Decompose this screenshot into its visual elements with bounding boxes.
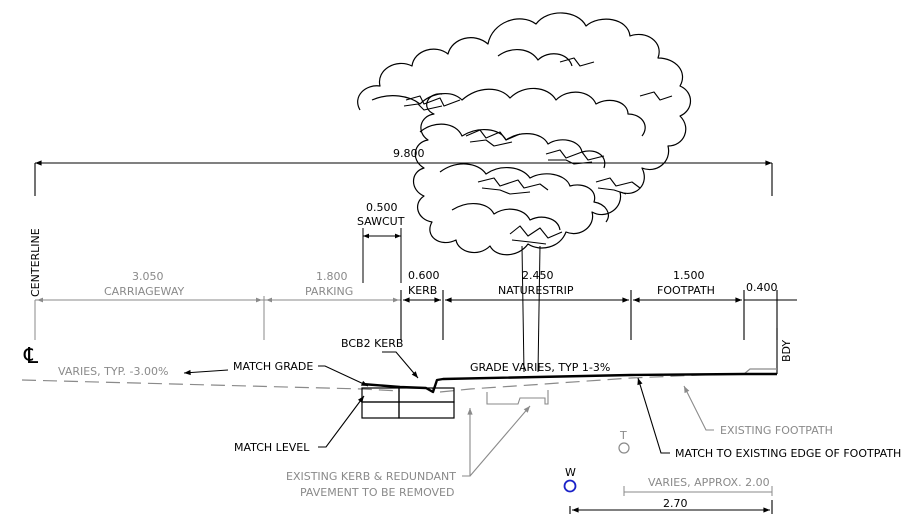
existing-kerb-outline (486, 390, 549, 405)
kerb-label: KERB (408, 284, 437, 297)
parking-label: PARKING (305, 285, 353, 298)
kerb-naturestrip-footpath-dimension (400, 290, 797, 340)
match-grade-leader (318, 365, 369, 387)
carriageway-label: CARRIAGEWAY (104, 285, 184, 298)
carriageway-value: 3.050 (132, 270, 164, 283)
kerb-value: 0.600 (408, 269, 440, 282)
match-level-leader (318, 395, 365, 448)
existing-kerb-label-1: EXISTING KERB & REDUNDANT (286, 470, 456, 483)
service-t-circle (618, 442, 630, 454)
varies-approx-label: VARIES, APPROX. 2.00 (648, 476, 770, 489)
tree-canopy-outline (357, 12, 692, 256)
existing-kerb-leader-2 (469, 405, 531, 477)
existing-kerb-label-2: PAVEMENT TO BE REMOVED (300, 486, 454, 499)
sawcut-label: SAWCUT (357, 215, 405, 228)
varies-typ-label: VARIES, TYP. -3.00% (58, 365, 168, 378)
existing-footpath-edge (743, 368, 777, 375)
varies-approx-dimension (623, 486, 773, 496)
footpath-value: 1.500 (673, 269, 705, 282)
service-w-circle (563, 479, 577, 493)
bottom-width-dimension (569, 500, 773, 514)
tree-trunk (521, 245, 541, 373)
tree-canopy-branches (403, 57, 673, 245)
match-existing-edge-leader (637, 377, 670, 454)
existing-footpath-leader (683, 385, 714, 431)
centerline-symbol: ℄ (23, 344, 39, 369)
footpath-label: FOOTPATH (657, 284, 715, 297)
grade-varies-label: GRADE VARIES, TYP 1-3% (470, 361, 610, 374)
service-w-label: W (565, 466, 576, 479)
bottom-width-label: 2.70 (663, 497, 688, 510)
boundary-label: BDY (780, 340, 793, 362)
naturestrip-label: NATURESTRIP (498, 284, 574, 297)
service-t-label: T (619, 429, 627, 442)
bcb2-kerb-leader (382, 351, 419, 379)
sawcut-dimension (362, 228, 402, 283)
match-existing-edge-label: MATCH TO EXISTING EDGE OF FOOTPATH (675, 447, 901, 460)
sawcut-value: 0.500 (366, 201, 398, 214)
kerb-foundation-blocks (361, 387, 455, 419)
existing-footpath-label: EXISTING FOOTPATH (720, 424, 833, 437)
varies-typ-arrow (183, 369, 229, 376)
bcb2-kerb-label: BCB2 KERB (341, 337, 403, 350)
parking-value: 1.800 (316, 270, 348, 283)
naturestrip-value: 2.450 (522, 269, 554, 282)
existing-surface-dashed-right (439, 373, 745, 393)
match-level-label: MATCH LEVEL (234, 441, 310, 454)
overall-dimension-text: 9.800 (393, 147, 425, 160)
existing-surface-dashed (21, 379, 401, 392)
proposed-surface-profile (361, 372, 777, 394)
match-grade-label: MATCH GRADE (233, 360, 313, 373)
carriageway-parking-dimension (35, 296, 401, 340)
existing-kerb-leader-1 (462, 407, 473, 477)
centerline-label: CENTERLINE (29, 228, 42, 297)
boundary-gap-value: 0.400 (746, 281, 778, 294)
overall-dimension (34, 160, 773, 196)
